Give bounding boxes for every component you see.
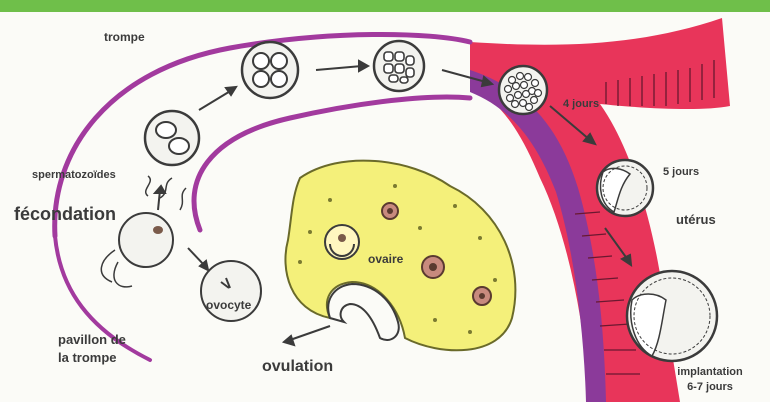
label-trompe: trompe: [104, 30, 145, 44]
label-ovulation: ovulation: [262, 358, 333, 376]
blastocyst-icon: [597, 160, 653, 216]
label-4-jours: 4 jours: [563, 98, 599, 110]
ovocyte-cell: [201, 261, 261, 321]
label-spermatozoides: spermatozoïdes: [32, 169, 116, 181]
label-ovocyte: ovocyte: [206, 298, 251, 312]
label-fecondation: fécondation: [14, 204, 116, 225]
label-5-jours: 5 jours: [663, 166, 699, 178]
label-pavillon-line2: la trompe: [58, 350, 117, 365]
label-pavillon-line1: pavillon de: [58, 332, 126, 347]
label-implantation-line1: implantation: [660, 366, 760, 378]
top-band: [0, 0, 770, 12]
eight-cell-embryo-icon: [374, 41, 424, 91]
four-cell-embryo-icon: [242, 42, 298, 98]
label-ovaire: ovaire: [368, 252, 403, 266]
morula-icon: [499, 66, 547, 114]
label-uterus: utérus: [676, 212, 716, 227]
label-implantation-line2: 6-7 jours: [660, 381, 760, 393]
two-cell-embryo-icon: [145, 111, 199, 165]
implanting-blastocyst-icon: [627, 271, 717, 361]
